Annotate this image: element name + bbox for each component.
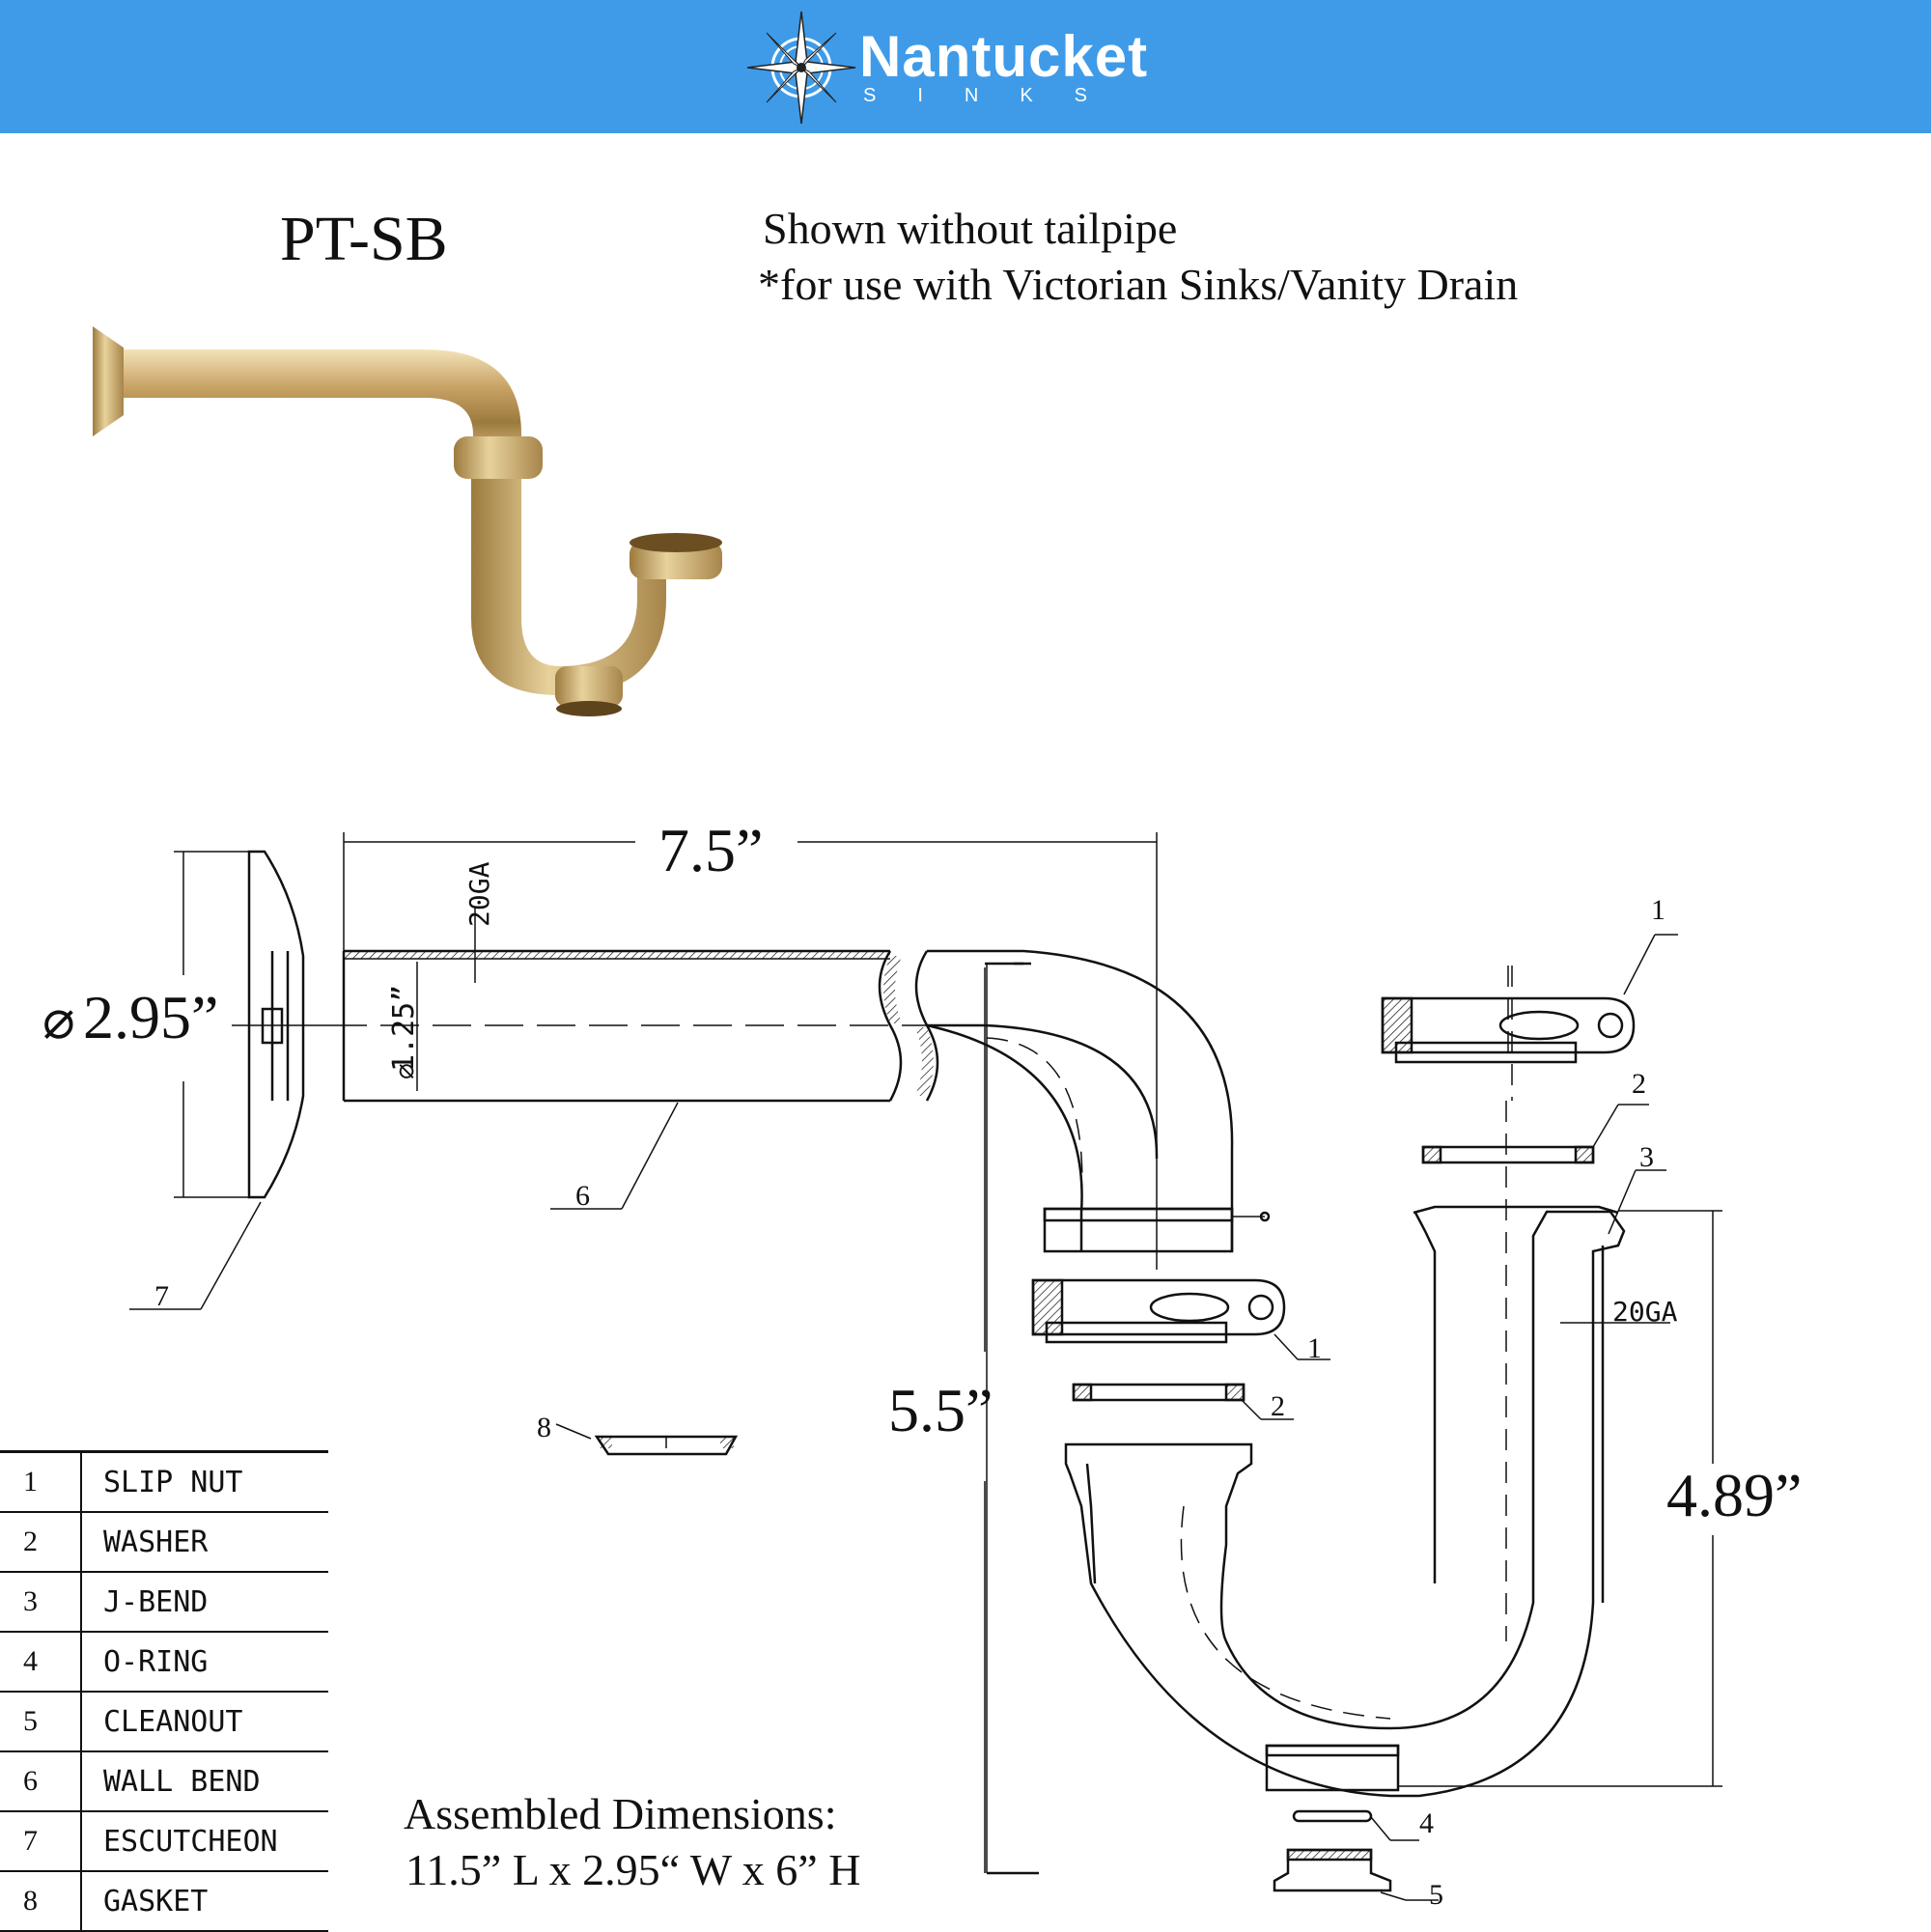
inner-diameter-symbol: ⌀ xyxy=(390,1063,420,1079)
part-number: 7 xyxy=(0,1811,82,1872)
brand-name: Nantucket xyxy=(859,24,1149,89)
callout-3: 3 xyxy=(1639,1141,1654,1173)
brand-subtitle: SINKS xyxy=(863,85,1130,106)
part-name: WALL BEND xyxy=(81,1751,328,1812)
callout-2-left: 2 xyxy=(1271,1390,1285,1422)
dim-diameter: 2.95” xyxy=(83,983,218,1051)
note-usage: *for use with Victorian Sinks/Vanity Dra… xyxy=(758,260,1519,309)
part-name: WASHER xyxy=(81,1512,328,1573)
part-name: J-BEND xyxy=(81,1572,328,1633)
product-photo xyxy=(93,326,722,716)
part-name: O-RING xyxy=(81,1632,328,1693)
callout-5: 5 xyxy=(1429,1879,1443,1911)
assembled-dimensions-value: 11.5” L x 2.95“ W x 6” H xyxy=(406,1845,861,1894)
callout-6: 6 xyxy=(575,1180,590,1212)
part-number: 1 xyxy=(0,1450,82,1513)
callout-1-left: 1 xyxy=(1307,1332,1322,1364)
dim-length: 7.5” xyxy=(658,816,763,884)
diameter-symbol: ⌀ xyxy=(42,991,75,1050)
callout-7: 7 xyxy=(154,1280,169,1312)
dim-jbend-height: 4.89” xyxy=(1666,1461,1802,1529)
header-bar: Nantucket SINKS xyxy=(0,0,1931,133)
dim-inner-diameter: 1.25” xyxy=(387,985,421,1072)
callout-2-right: 2 xyxy=(1632,1068,1646,1100)
model-number: PT-SB xyxy=(280,204,448,274)
callout-1-right: 1 xyxy=(1651,894,1665,926)
part-number: 5 xyxy=(0,1692,82,1752)
part-name: SLIP NUT xyxy=(81,1450,328,1513)
gauge-label-jbend: 20GA xyxy=(1612,1296,1678,1328)
part-number: 8 xyxy=(0,1871,82,1932)
compass-rose-icon xyxy=(746,11,856,125)
assembled-dimensions-title: Assembled Dimensions: xyxy=(404,1789,837,1838)
technical-drawing xyxy=(129,832,1722,1901)
brand-logo[interactable]: Nantucket SINKS xyxy=(743,10,1147,126)
part-number: 4 xyxy=(0,1632,82,1693)
part-number: 2 xyxy=(0,1512,82,1573)
part-number: 3 xyxy=(0,1572,82,1633)
part-name: CLEANOUT xyxy=(81,1692,328,1752)
dim-height: 5.5” xyxy=(888,1376,993,1444)
gauge-label-top: 20GA xyxy=(463,861,495,927)
note-tailpipe: Shown without tailpipe xyxy=(763,204,1178,253)
callout-8: 8 xyxy=(537,1412,551,1443)
callout-4: 4 xyxy=(1419,1807,1434,1839)
part-number: 6 xyxy=(0,1751,82,1812)
part-name: GASKET xyxy=(81,1871,328,1932)
part-name: ESCUTCHEON xyxy=(81,1811,328,1872)
